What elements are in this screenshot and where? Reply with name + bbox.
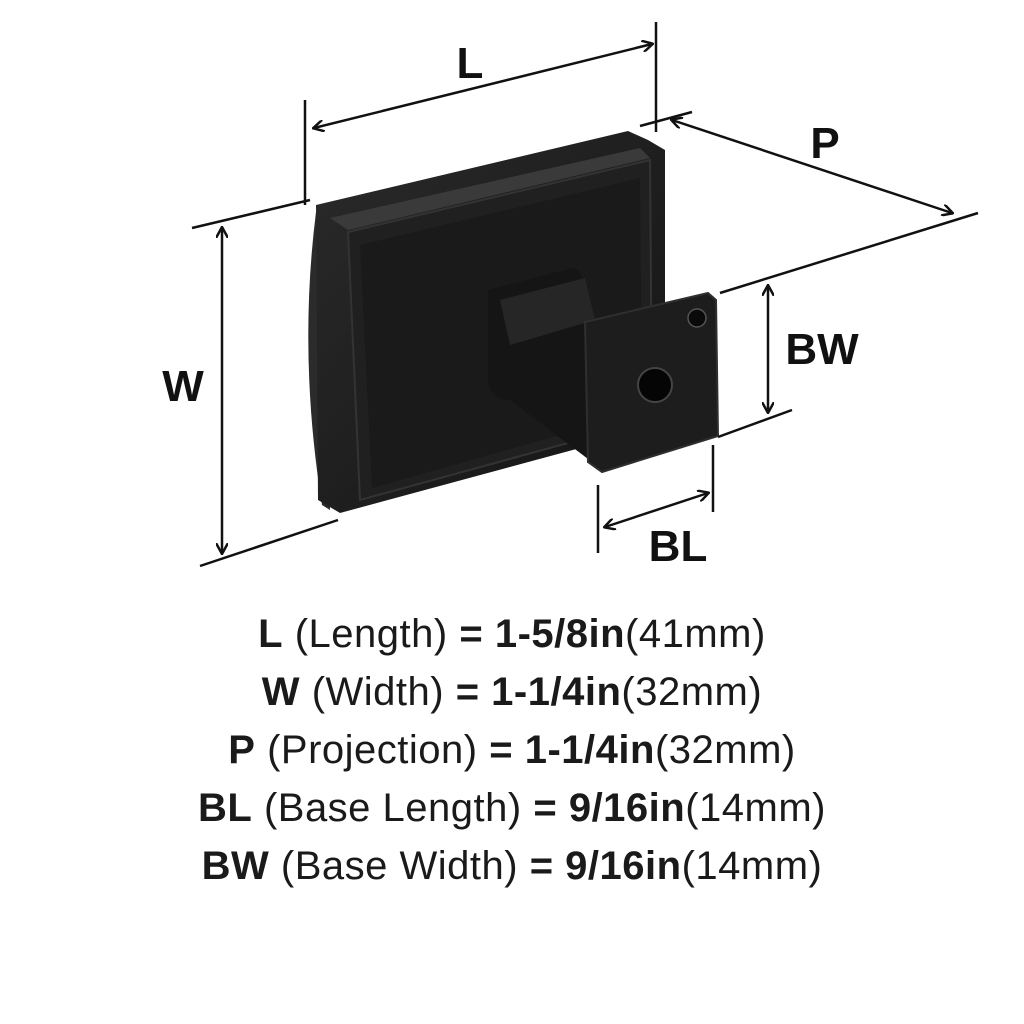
spec-code: P <box>228 728 256 772</box>
spec-metric: (14mm) <box>681 844 823 888</box>
label-projection: P <box>810 119 839 168</box>
label-base-length: BL <box>649 522 708 571</box>
spec-imperial: = 1-1/4in <box>455 670 622 714</box>
spec-imperial: = 9/16in <box>529 844 682 888</box>
label-width: W <box>162 362 204 411</box>
label-length: L <box>457 39 484 88</box>
spec-base-length: BL (Base Length) = 9/16in(14mm) <box>0 779 1024 837</box>
spec-metric: (32mm) <box>621 670 763 714</box>
spec-metric: (14mm) <box>685 786 826 830</box>
label-base-width: BW <box>785 325 859 374</box>
spec-code: BL <box>197 786 253 830</box>
spec-code: BW <box>201 844 270 888</box>
dimension-specs: L (Length) = 1-5/8in(41mm) W (Width) = 1… <box>0 605 1024 895</box>
spec-name: (Base Length) <box>263 786 522 830</box>
spec-base-width: BW (Base Width) = 9/16in(14mm) <box>0 837 1024 895</box>
spec-code: L <box>258 612 284 656</box>
spec-name: (Width) <box>311 670 445 714</box>
dimension-lines <box>191 22 979 568</box>
spec-code: W <box>261 670 301 714</box>
spec-name: (Length) <box>294 612 448 656</box>
spec-imperial: = 1-1/4in <box>489 728 655 772</box>
spec-metric: (32mm) <box>654 728 796 772</box>
spec-width: W (Width) = 1-1/4in(32mm) <box>0 663 1024 721</box>
hook-product-image <box>308 131 720 513</box>
spec-length: L (Length) = 1-5/8in(41mm) <box>0 605 1024 663</box>
spec-imperial: = 1-5/8in <box>459 612 626 656</box>
spec-name: (Projection) <box>267 728 478 772</box>
spec-projection: P (Projection) = 1-1/4in(32mm) <box>0 721 1024 779</box>
spec-imperial: = 9/16in <box>533 786 686 830</box>
spec-metric: (41mm) <box>625 612 766 656</box>
spec-name: (Base Width) <box>280 844 519 888</box>
